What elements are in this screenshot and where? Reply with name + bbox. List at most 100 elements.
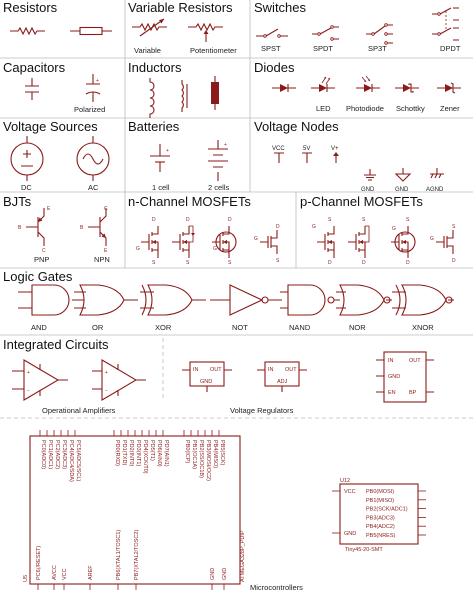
inductor-core-symbol xyxy=(181,80,188,112)
section-diodes: Diodes LED Photodiode Schottky Zener xyxy=(254,60,461,113)
svg-text:D: D xyxy=(328,260,332,266)
inductor-ferrite-symbol xyxy=(211,76,219,110)
section-capacitors: Capacitors + Polarized xyxy=(3,60,105,114)
label-and: AND xyxy=(31,323,47,332)
nmos-simple-symbol: D G S xyxy=(254,224,280,264)
resistor-box-symbol xyxy=(70,26,112,36)
svg-text:ADJ: ADJ xyxy=(277,379,288,385)
atmega-pin: PD3(INT1) xyxy=(135,440,141,466)
nand-gate-symbol xyxy=(280,284,340,316)
label-xor: XOR xyxy=(155,323,172,332)
potentiometer-symbol xyxy=(187,23,224,42)
atmega-pin: PD2(INT0) xyxy=(128,440,134,466)
pnp-transistor-symbol: B E C xyxy=(18,206,51,254)
section-title-voltage-nodes: Voltage Nodes xyxy=(254,119,339,134)
label-potentiometer: Potentiometer xyxy=(190,46,237,55)
gnd-symbol xyxy=(363,168,377,181)
or-gate-symbol xyxy=(74,284,138,316)
agnd-symbol xyxy=(430,168,444,179)
section-logic-gates: Logic Gates AND OR XOR NOT NAND xyxy=(3,269,454,332)
vcc-node-symbol xyxy=(274,152,284,163)
attiny-pin: GND xyxy=(344,531,356,537)
svg-text:EN: EN xyxy=(388,390,396,396)
svg-text:D: D xyxy=(362,260,366,266)
label-xnor: XNOR xyxy=(412,323,434,332)
section-batteries: Batteries + 1 cell + 2 cells xyxy=(128,119,230,192)
label-sp3t: SP3T xyxy=(368,44,387,53)
variable-resistor-symbol xyxy=(131,18,168,37)
atmega-pin: PD4(XCK/T0) xyxy=(142,440,148,474)
op-amp-symbol-1: + − xyxy=(12,359,68,401)
label-polarized: Polarized xyxy=(74,105,105,114)
resistor-symbol xyxy=(9,27,46,35)
atmega-pin: GND xyxy=(210,568,216,580)
spst-switch-symbol xyxy=(256,28,288,38)
svg-text:S: S xyxy=(362,217,366,223)
section-inductors: Inductors xyxy=(128,60,219,118)
svg-text:D: D xyxy=(276,224,280,230)
label-spst: SPST xyxy=(261,44,281,53)
xor-gate-symbol xyxy=(140,284,206,316)
section-voltage-sources: Voltage Sources DC AC xyxy=(3,119,110,192)
section-title-bjts: BJTs xyxy=(3,194,32,209)
svg-text:−: − xyxy=(27,388,30,394)
label-dc: DC xyxy=(21,183,32,192)
section-p-mosfets: p-Channel MOSFETs G S D S D G S D S G D xyxy=(300,194,456,266)
label-led: LED xyxy=(316,104,331,113)
section-n-mosfets: n-Channel MOSFETs D G S D S G D S D G S xyxy=(128,194,280,266)
svg-text:B: B xyxy=(18,225,22,231)
svg-text:C: C xyxy=(42,248,46,254)
label-dpdt: DPDT xyxy=(440,44,461,53)
atmega-pin: VCC xyxy=(62,568,68,580)
section-title-batteries: Batteries xyxy=(128,119,180,134)
5v-node-symbol xyxy=(302,152,312,163)
atmega-part-name: ATMEGA328P_PDIP xyxy=(240,530,246,582)
attiny-pin: PB5(NRES) xyxy=(366,533,396,539)
atmega-pin: AVCC xyxy=(52,565,58,580)
svg-text:G: G xyxy=(312,224,316,230)
section-resistors: Resistors xyxy=(3,0,112,36)
battery-one-cell-symbol: + xyxy=(150,144,170,172)
svg-text:G: G xyxy=(136,246,140,252)
svg-text:−: − xyxy=(105,388,108,394)
inductor-symbol xyxy=(149,78,155,118)
ac-source-symbol xyxy=(76,136,110,181)
svg-text:D: D xyxy=(152,217,156,223)
atmega-pin: PB2(SS/OC1B) xyxy=(198,440,204,478)
atmega-pin: PB1(OC1A) xyxy=(191,440,197,469)
npn-transistor-symbol: B C E xyxy=(80,206,108,254)
atmega-pin: PB7(XTAL2/TOSC2) xyxy=(134,530,140,580)
atmega-ref: U5 xyxy=(23,575,29,582)
atmega-pin: AREF xyxy=(88,565,94,580)
svg-text:S: S xyxy=(186,260,190,266)
label-photodiode: Photodiode xyxy=(346,104,384,113)
svg-text:G: G xyxy=(430,236,434,242)
attiny-pin: VCC xyxy=(344,489,356,495)
nor-gate-symbol xyxy=(336,284,392,316)
nmos-circle-symbol: G D S xyxy=(211,217,237,266)
voltage-regulator-symbol-3: IN OUT GND EN BP xyxy=(376,351,434,403)
svg-text:+: + xyxy=(105,370,108,376)
label-pnp: PNP xyxy=(34,255,49,264)
label-voltage-regulators: Voltage Regulators xyxy=(230,406,294,415)
atmega-pin: PD0(RXD) xyxy=(114,440,120,466)
xnor-gate-symbol xyxy=(392,284,454,316)
svg-text:IN: IN xyxy=(193,367,199,373)
atmega-pin: PB3(MOSI/OC2) xyxy=(205,440,211,481)
atmega-pin: PB6(XTAL1/TOSC1) xyxy=(116,530,122,580)
voltage-regulator-symbol-2: IN OUT ADJ xyxy=(257,361,307,392)
svg-text:S: S xyxy=(152,260,156,266)
nmos-with-diode-symbol: D S xyxy=(171,217,195,266)
label-gnd-2: GND xyxy=(395,187,409,193)
attiny-pin: PB4(ADC2) xyxy=(366,524,395,530)
nmos-enhancement-symbol: D G S xyxy=(136,217,159,266)
attiny-ref: U12 xyxy=(340,478,350,484)
dc-source-symbol xyxy=(10,136,44,181)
section-voltage-nodes: Voltage Nodes VCC 5V V+ GND GND AGND xyxy=(254,119,444,193)
label-v-plus: V+ xyxy=(331,146,339,152)
pmos-enhancement-symbol: G S D xyxy=(312,217,335,266)
atmega-pin: PC5(ADC5/SCL) xyxy=(75,440,81,481)
section-bjts: BJTs B E C PNP B C E NPN xyxy=(3,194,110,264)
led-symbol xyxy=(310,76,336,93)
label-spdt: SPDT xyxy=(313,44,333,53)
